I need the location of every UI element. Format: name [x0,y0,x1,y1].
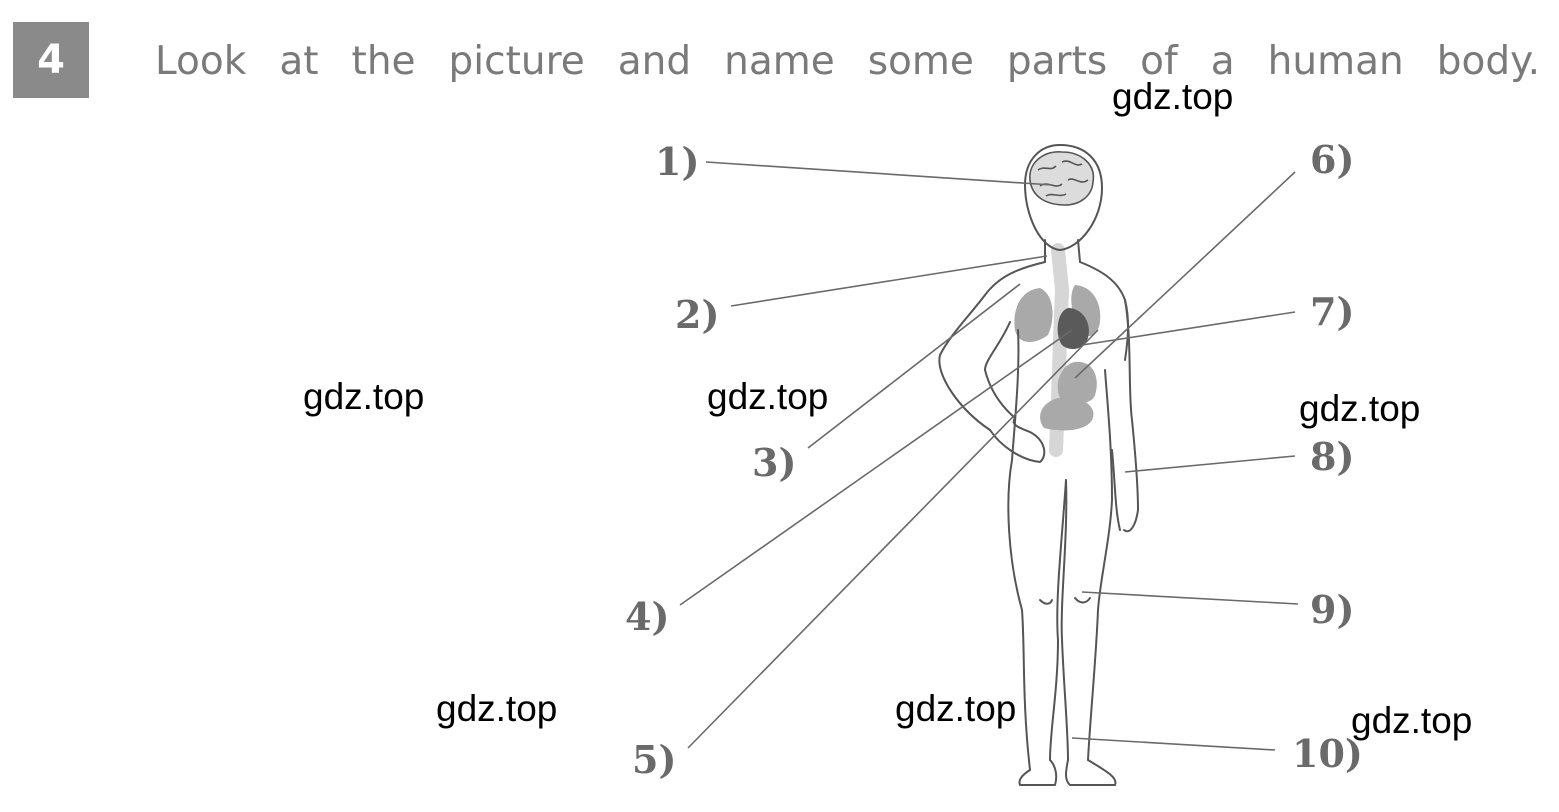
heart [1057,308,1089,350]
label-2: 2) [675,292,720,337]
label-3: 3) [752,440,797,485]
label-8: 8) [1310,434,1355,479]
watermark-2: gdz.top [303,376,425,417]
stomach [1057,361,1097,403]
label-1: 1) [655,139,700,184]
watermark-5: gdz.top [436,688,558,729]
label-10: 10) [1292,731,1363,776]
exercise-instruction: Look at the picture and name some parts … [155,39,1540,84]
leader-lines [679,161,1299,751]
label-6: 6) [1310,137,1355,182]
label-4: 4) [625,594,670,639]
label-9: 9) [1310,587,1355,632]
label-5: 5) [632,737,677,782]
body-outline [938,144,1139,786]
watermark-6: gdz.top [895,688,1017,729]
watermark-1: gdz.top [1112,76,1234,117]
watermark-3: gdz.top [707,376,829,417]
label-7: 7) [1310,289,1355,334]
exercise-number-badge: 4 [13,22,89,98]
brain [1029,151,1095,206]
watermark-4: gdz.top [1299,388,1421,429]
watermark-7: gdz.top [1351,700,1473,741]
intestines [1040,397,1094,431]
left-lung [1014,288,1053,342]
